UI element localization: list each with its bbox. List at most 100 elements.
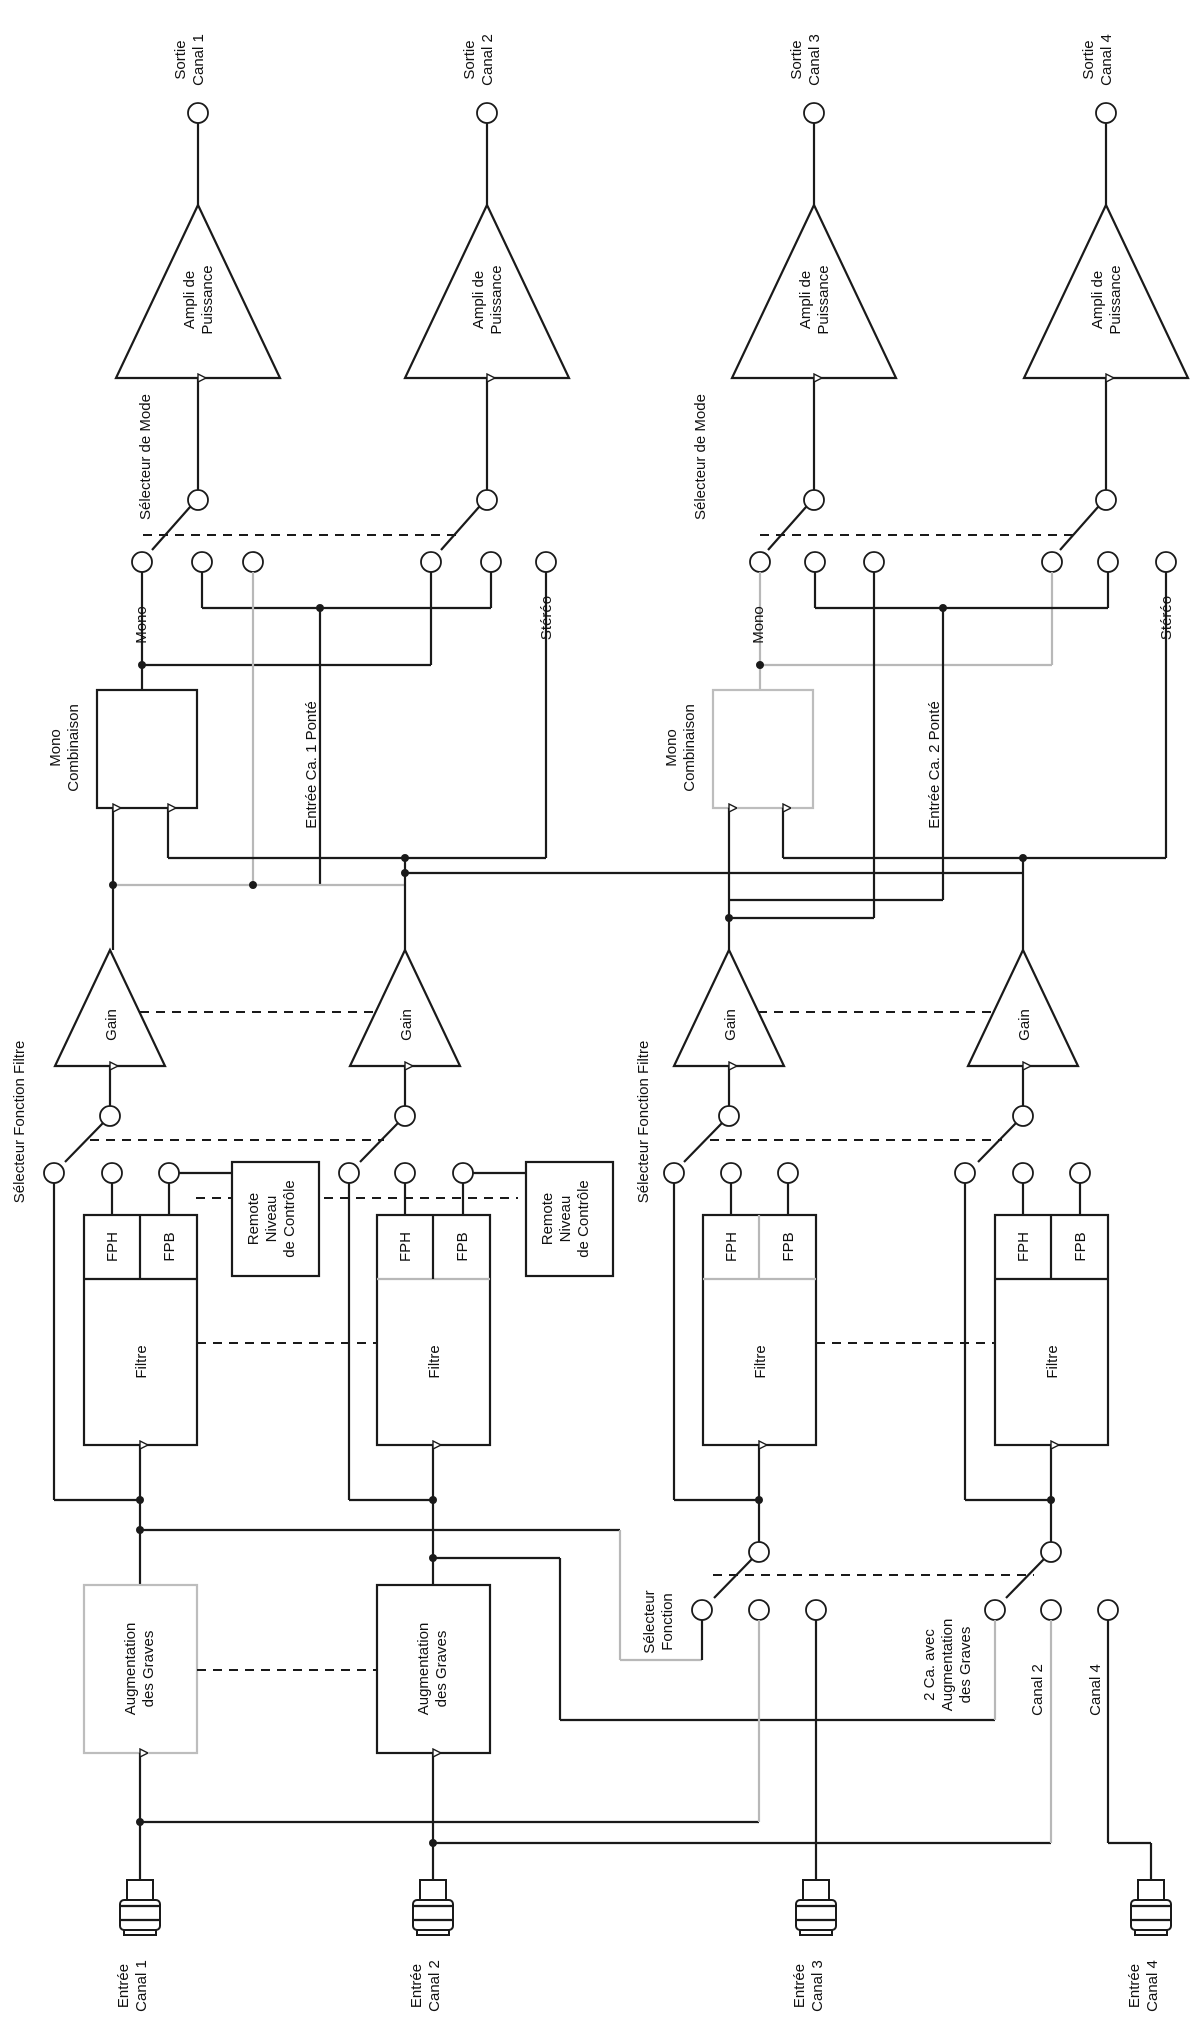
output-label-4-line1: Sortie (1080, 40, 1097, 79)
bass-boost-1-line1: Augmentation (122, 1623, 139, 1716)
remote-1-line3: de Contrôle (281, 1180, 298, 1258)
gain-label-3: Gain (722, 1009, 739, 1041)
mode-selector-label-1: Sélecteur de Mode (137, 394, 154, 520)
power-amp-3 (730, 202, 898, 380)
input-label-1-line2: Canal 1 (133, 1960, 150, 2012)
power-amp-4-line2: Puissance (1107, 265, 1124, 334)
power-amp-1-line2: Puissance (199, 265, 216, 334)
power-amp-4-line1: Ampli de (1089, 271, 1106, 329)
output-label-3-line1: Sortie (788, 40, 805, 79)
canal4-label: Canal 4 (1087, 1664, 1104, 1716)
lpf-label-2: FPB (454, 1232, 471, 1261)
remote-level-box-2 (524, 1160, 615, 1278)
gain-label-1: Gain (103, 1009, 120, 1041)
stereo-label-2: Stéréo (1158, 596, 1175, 640)
output-terminal-3 (803, 102, 825, 124)
gain-label-2: Gain (398, 1009, 415, 1041)
power-amp-3-line2: Puissance (815, 265, 832, 334)
stereo-label-1: Stéréo (538, 596, 555, 640)
bridged-ch1-label: Entrée Ca. 1 Ponté (303, 701, 320, 829)
gain-3 (672, 947, 786, 1068)
lpf-label-1: FPB (161, 1232, 178, 1261)
gain-1 (53, 947, 167, 1068)
input-jack-2 (411, 1878, 455, 1937)
input-jack-4 (1129, 1878, 1173, 1937)
bass-boost-2-line2: des Graves (433, 1631, 450, 1708)
bass-boost-2-line1: Augmentation (415, 1623, 432, 1716)
output-label-3-line2: Canal 3 (806, 34, 823, 86)
bass-boost-box-1 (82, 1583, 199, 1755)
gain-stage (53, 947, 1080, 1106)
gain-label-4: Gain (1016, 1009, 1033, 1041)
lpf-label-3: FPB (780, 1232, 797, 1261)
bridged-ch2-label: Entrée Ca. 2 Ponté (926, 701, 943, 829)
input-label-3-line2: Canal 3 (809, 1960, 826, 2012)
input-label-2-line2: Canal 2 (426, 1960, 443, 2012)
input-label-4-line1: Entrée (1126, 1964, 1143, 2008)
canal2-label: Canal 2 (1029, 1664, 1046, 1716)
mono-label-2: Mono (750, 606, 767, 644)
output-label-1-line2: Canal 1 (190, 34, 207, 86)
filter-label-1: Filtre (133, 1345, 150, 1378)
output-section (114, 102, 1190, 511)
output-terminal-4 (1095, 102, 1117, 124)
output-label-2-line2: Canal 2 (479, 34, 496, 86)
input-jack-3 (794, 1878, 838, 1937)
mono-label-1: Mono (133, 606, 150, 644)
filter-label-2: Filtre (426, 1345, 443, 1378)
remote-2-line2: Niveau (557, 1196, 574, 1243)
mono-combination-1-line2: Combinaison (65, 704, 82, 792)
filter-label-4: Filtre (1044, 1345, 1061, 1378)
power-amp-3-line1: Ampli de (797, 271, 814, 329)
filter-selector-label-2: Sélecteur Fonction Filtre (635, 1041, 652, 1204)
mono-combination-box-2 (711, 688, 815, 810)
combination-buses (109, 808, 1166, 950)
input-label-1-line1: Entrée (115, 1964, 132, 2008)
bass-boost-section (82, 1500, 1153, 1880)
gain-4 (966, 947, 1080, 1068)
hpf-label-4: FPH (1015, 1232, 1032, 1262)
output-label-1-line1: Sortie (172, 40, 189, 79)
hpf-label-3: FPH (723, 1232, 740, 1262)
hpf-label-1: FPH (104, 1232, 121, 1262)
input-jacks (118, 1878, 1173, 1937)
remote-2-line1: Remote (539, 1193, 556, 1246)
function-selector-line2: Fonction (659, 1593, 676, 1651)
function-selector-line1: Sélecteur (641, 1590, 658, 1653)
power-amp-1-line1: Ampli de (181, 271, 198, 329)
power-amp-4 (1022, 202, 1190, 380)
output-terminal-2 (476, 102, 498, 124)
lpf-label-4: FPB (1072, 1232, 1089, 1261)
filter-selector-label-1: Sélecteur Fonction Filtre (11, 1041, 28, 1204)
output-label-4-line2: Canal 4 (1098, 34, 1115, 86)
remote-1-line1: Remote (245, 1193, 262, 1246)
input-label-2-line1: Entrée (408, 1964, 425, 2008)
remote-2-line3: de Contrôle (575, 1180, 592, 1258)
two-ch-bass-line2: Augmentation (939, 1619, 956, 1712)
two-ch-bass-line3: des Graves (957, 1627, 974, 1704)
power-amp-1 (114, 202, 282, 380)
labels: Sortie Canal 1 Sortie Canal 2 Sortie Can… (11, 34, 1175, 2012)
mode-selector-group-b (749, 506, 1177, 918)
input-label-4-line2: Canal 4 (1144, 1960, 1161, 2012)
mode-selector-group-a (131, 506, 557, 885)
filter-label-3: Filtre (752, 1345, 769, 1378)
gain-2 (348, 947, 462, 1068)
bass-boost-1-line2: des Graves (140, 1631, 157, 1708)
two-ch-bass-line1: 2 Ca. avec (921, 1629, 938, 1701)
hpf-label-2: FPH (397, 1232, 414, 1262)
power-amp-2-line2: Puissance (488, 265, 505, 334)
output-terminal-1 (187, 102, 209, 124)
mono-combination-2-line1: Mono (663, 729, 680, 767)
mono-combination-box-1 (95, 688, 199, 810)
filter-blocks (52, 1183, 1110, 1504)
mono-combination-1-line1: Mono (47, 729, 64, 767)
output-label-2-line1: Sortie (461, 40, 478, 79)
remote-1-line2: Niveau (263, 1196, 280, 1243)
power-amp-2 (403, 202, 571, 380)
mode-selector-label-2: Sélecteur de Mode (692, 394, 709, 520)
mono-combination-2-line2: Combinaison (681, 704, 698, 792)
remote-level-box-1 (230, 1160, 321, 1278)
power-amp-2-line1: Ampli de (470, 271, 487, 329)
